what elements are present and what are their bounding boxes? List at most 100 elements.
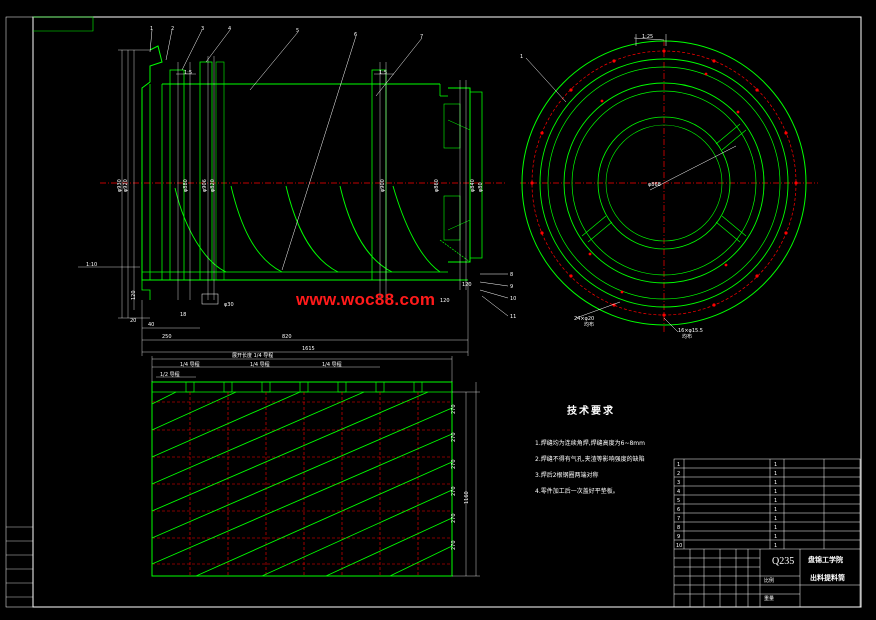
- tech-req-item: 4.零件加工后一次盖好平垫板。: [535, 488, 619, 495]
- binding-margin: [5, 16, 34, 608]
- svg-text:270: 270: [451, 513, 457, 523]
- svg-text:1615: 1615: [302, 346, 315, 352]
- svg-text:φ906: φ906: [202, 179, 208, 192]
- svg-text:均布: 均布: [584, 321, 594, 328]
- svg-text:270: 270: [451, 459, 457, 469]
- margin-block: [6, 526, 33, 598]
- svg-text:1: 1: [774, 507, 777, 513]
- svg-text:1: 1: [150, 26, 153, 32]
- svg-text:4: 4: [228, 26, 231, 32]
- drawing-name: 出料提料筒: [810, 574, 845, 582]
- svg-text:1: 1: [774, 489, 777, 495]
- svg-text:1/4 导程: 1/4 导程: [322, 361, 342, 368]
- svg-text:7: 7: [420, 34, 423, 40]
- svg-text:7: 7: [677, 516, 680, 522]
- svg-text:10: 10: [510, 296, 516, 302]
- ring-flange-1: [169, 69, 185, 281]
- svg-text:1:5: 1:5: [184, 70, 192, 76]
- svg-text:1/4 导程: 1/4 导程: [250, 361, 270, 368]
- svg-text:18: 18: [180, 312, 186, 318]
- end-view: 1 φ868 1:25 24×φ20 均布 16×φ15.5 均布: [520, 34, 818, 340]
- svg-text:φ860: φ860: [434, 179, 440, 192]
- svg-text:11: 11: [510, 314, 516, 320]
- svg-text:重量: 重量: [764, 595, 774, 602]
- svg-text:1: 1: [677, 462, 680, 468]
- svg-text:20: 20: [130, 318, 136, 324]
- svg-text:16×φ15.5: 16×φ15.5: [678, 328, 703, 334]
- tech-req-item: 1.焊缝均为连续角焊,焊缝高度为6~8mm: [535, 440, 645, 447]
- svg-text:1: 1: [774, 534, 777, 540]
- svg-text:φ868: φ868: [648, 182, 661, 188]
- svg-text:1: 1: [774, 462, 777, 468]
- svg-text:6: 6: [354, 32, 357, 38]
- svg-text:2: 2: [677, 471, 680, 477]
- svg-text:10: 10: [676, 543, 682, 549]
- svg-text:270: 270: [451, 540, 457, 550]
- developed-view: 展开长度 1/4 导程 1/4 导程 1/4 导程 1/4 导程 1/2 导程 …: [151, 352, 480, 577]
- tech-req-item: 2.焊缝不得有气孔,夹渣等影响强度的缺陷: [535, 456, 645, 463]
- svg-text:250: 250: [162, 334, 172, 340]
- svg-text:270: 270: [451, 432, 457, 442]
- svg-text:5: 5: [677, 498, 680, 504]
- svg-text:270: 270: [451, 404, 457, 414]
- svg-text:8: 8: [677, 525, 680, 531]
- svg-text:1:5: 1:5: [379, 70, 387, 76]
- svg-text:φ840: φ840: [470, 179, 476, 192]
- outer-flange-circle: [521, 40, 807, 326]
- tech-req-item: 3.焊后2根钢圈两端对称: [535, 472, 599, 479]
- svg-text:φ820: φ820: [210, 179, 216, 192]
- svg-text:9: 9: [677, 534, 680, 540]
- svg-text:1160: 1160: [464, 491, 470, 504]
- svg-text:φ930: φ930: [117, 179, 123, 192]
- svg-text:2: 2: [171, 26, 174, 32]
- svg-text:1/2 导程: 1/2 导程: [160, 371, 180, 378]
- svg-text:3: 3: [201, 26, 204, 32]
- school-name: 盘锦工学院: [808, 556, 843, 564]
- svg-text:展开长度 1/4 导程: 展开长度 1/4 导程: [232, 352, 273, 359]
- svg-text:9: 9: [510, 284, 513, 290]
- svg-text:1: 1: [520, 54, 523, 60]
- shell-left-outline: [141, 45, 468, 281]
- svg-text:1: 1: [774, 498, 777, 504]
- svg-text:120: 120: [440, 298, 450, 304]
- svg-text:1: 1: [774, 480, 777, 486]
- title-block-small-text: 123 456 789 10 111 111 111 1 比例 重量: [676, 462, 777, 602]
- svg-text:4: 4: [677, 489, 680, 495]
- right-end-head: [448, 87, 471, 263]
- title-block: Q235 盘锦工学院 出料提料筒: [674, 459, 860, 607]
- svg-text:φ30: φ30: [224, 302, 234, 308]
- svg-text:1/4 导程: 1/4 导程: [180, 361, 200, 368]
- svg-text:820: 820: [282, 334, 292, 340]
- tech-req-title: 技术要求: [567, 406, 615, 417]
- svg-text:1:10: 1:10: [86, 262, 97, 268]
- svg-text:φ900: φ900: [380, 179, 386, 192]
- ring-flange-3: [371, 69, 387, 281]
- corner-tag: [33, 16, 94, 32]
- svg-text:1: 1: [774, 525, 777, 531]
- svg-text:24×φ20: 24×φ20: [574, 316, 594, 322]
- ring-flange-2: [199, 61, 213, 281]
- material-label: Q235: [772, 556, 795, 567]
- svg-text:120: 120: [462, 282, 472, 288]
- svg-text:φ880: φ880: [183, 179, 189, 192]
- title-block-grid: [673, 458, 861, 608]
- svg-text:比例: 比例: [764, 577, 774, 584]
- svg-text:1: 1: [774, 543, 777, 549]
- svg-text:φ920: φ920: [123, 179, 129, 192]
- svg-text:40: 40: [148, 322, 154, 328]
- svg-text:8: 8: [510, 272, 513, 278]
- bolt-holes: [530, 49, 798, 317]
- svg-text:1: 1: [774, 516, 777, 522]
- svg-text:1: 1: [774, 471, 777, 477]
- svg-text:均布: 均布: [682, 333, 692, 340]
- front-section-view: φ930 φ920 φ880 φ906 φ820 φ900 φ860 φ840 …: [78, 26, 516, 356]
- svg-text:120: 120: [131, 290, 137, 300]
- svg-text:3: 3: [677, 480, 680, 486]
- watermark: www.woc88.com: [296, 290, 436, 309]
- svg-text:270: 270: [451, 486, 457, 496]
- svg-text:1:25: 1:25: [642, 34, 653, 40]
- svg-text:5: 5: [296, 28, 299, 34]
- svg-text:φ80: φ80: [478, 182, 484, 192]
- svg-text:6: 6: [677, 507, 680, 513]
